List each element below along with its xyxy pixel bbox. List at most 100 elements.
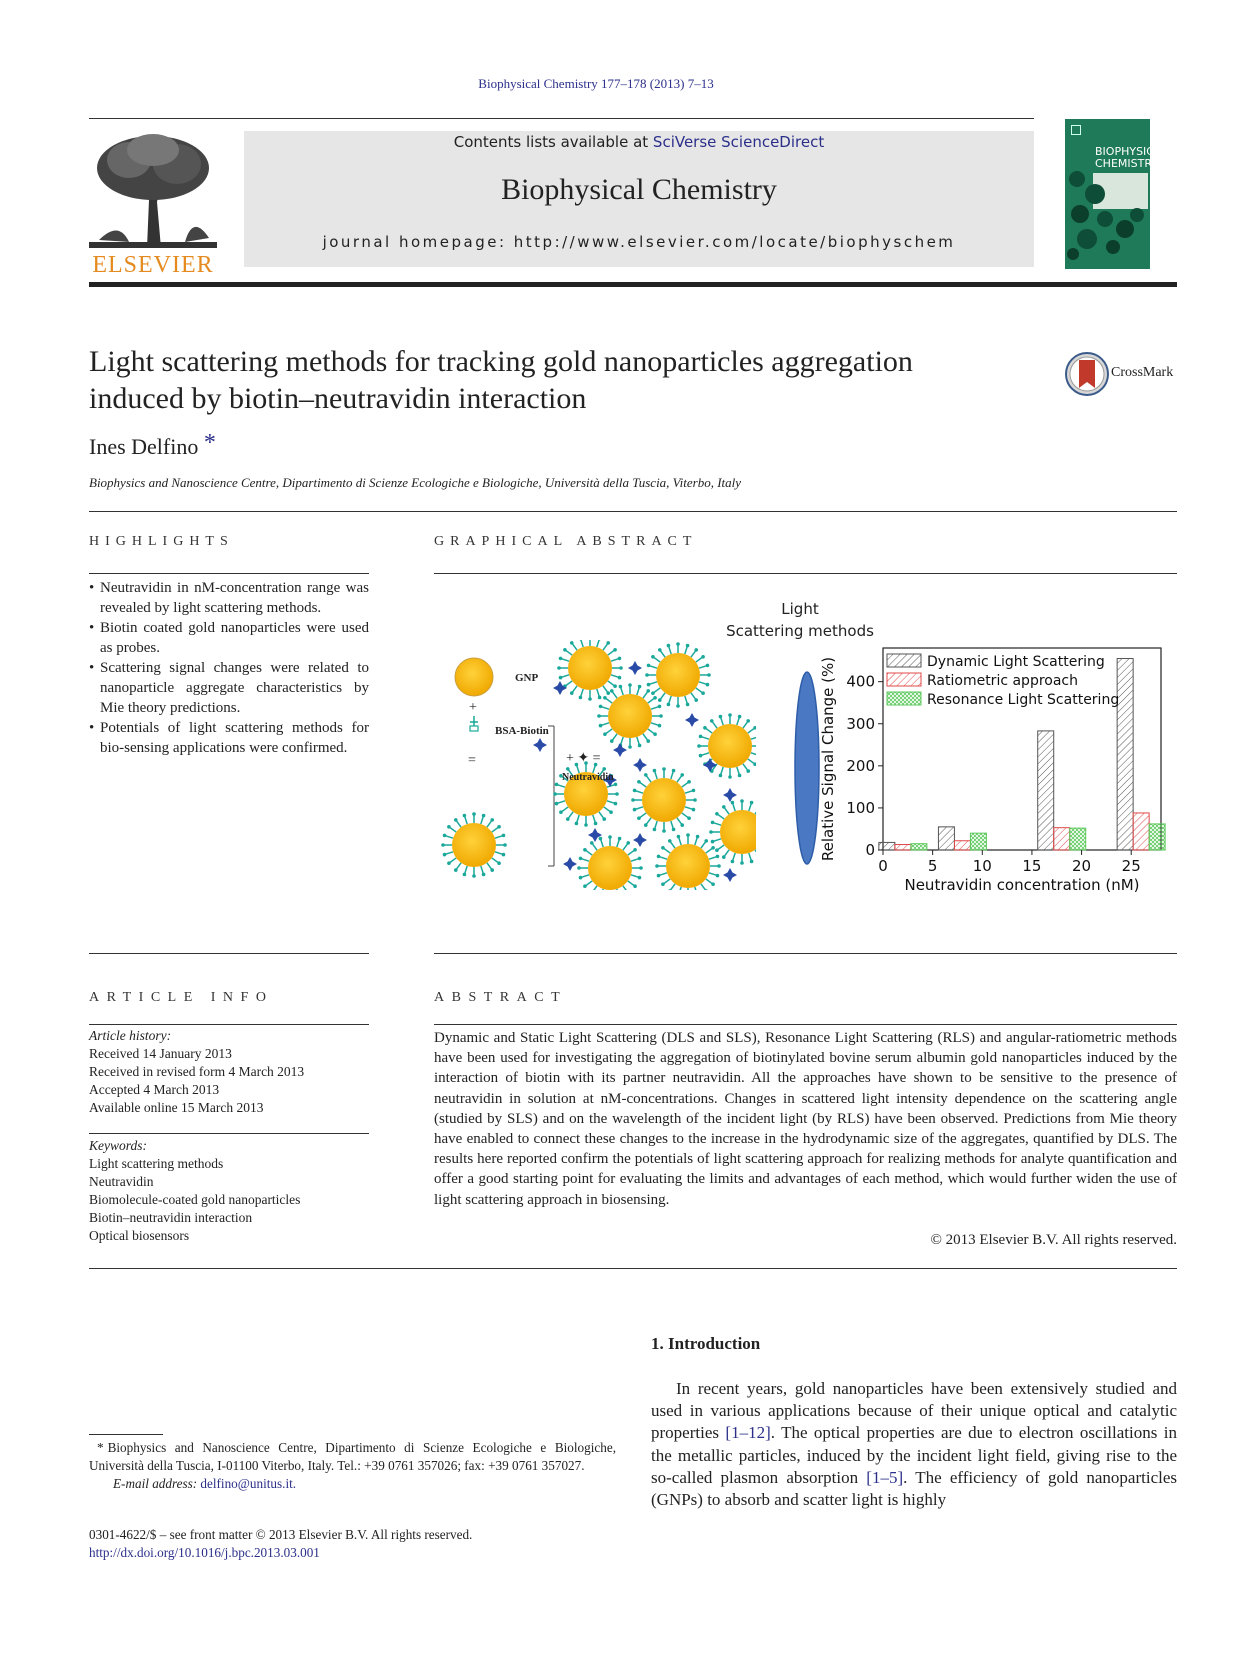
journal-title: Biophysical Chemistry xyxy=(501,173,777,206)
neutravidin-star-icon xyxy=(628,661,642,675)
footnote-text: Biophysics and Nanoscience Centre, Dipar… xyxy=(89,1440,616,1473)
bar xyxy=(910,843,928,851)
graphical-abstract-rule xyxy=(434,573,1177,574)
header-bottom-rule xyxy=(89,282,1177,287)
article-info-rule xyxy=(89,1024,369,1025)
neutravidin-star-icon xyxy=(553,681,567,695)
neutravidin-star-icon xyxy=(588,828,602,842)
journal-cover[interactable]: BIOPHYSICAL CHEMISTRY xyxy=(1065,119,1150,269)
abstract-text: Dynamic and Static Light Scattering (DLS… xyxy=(434,1030,1177,1208)
highlight-item: Potentials of light scattering methods f… xyxy=(89,718,369,758)
title-line-1: Light scattering methods for tracking go… xyxy=(89,345,913,378)
neutravidin-label: Neutravidin xyxy=(562,772,614,783)
highlights-list: Neutravidin in nM-concentration range wa… xyxy=(89,578,369,758)
bsa-biotin-label: BSA-Biotin xyxy=(495,725,549,737)
journal-banner: Contents lists available at SciVerse Sci… xyxy=(244,131,1034,267)
neutravidin-star-icon xyxy=(723,868,737,882)
history-received: Received 14 January 2013 xyxy=(89,1046,232,1061)
x-tick-label: 5 xyxy=(928,857,938,875)
crossmark-label: CrossMark xyxy=(1111,365,1174,380)
y-axis-label: Relative Signal Change (%) xyxy=(819,657,837,861)
doi-link[interactable]: http://dx.doi.org/10.1016/j.bpc.2013.03.… xyxy=(89,1545,320,1560)
x-tick-label: 10 xyxy=(973,857,992,875)
neutravidin-star-icon xyxy=(633,758,647,772)
graphical-abstract-bottom-rule xyxy=(434,953,1177,954)
biotin-legend-icon xyxy=(470,716,478,726)
legend-swatch xyxy=(886,672,922,687)
highlights-bottom-rule xyxy=(89,953,369,954)
highlight-item: Scattering signal changes were related t… xyxy=(89,658,369,718)
intro-part-3: . The efficiency of gold nanoparticles (… xyxy=(651,1467,1178,1510)
plus-sign: + xyxy=(469,700,477,715)
graphical-abstract-heading: GRAPHICAL ABSTRACT xyxy=(434,534,698,549)
gnp-legend-particle xyxy=(454,657,494,697)
keyword-item: Biomolecule-coated gold nanoparticles xyxy=(89,1192,301,1207)
footnote-rule xyxy=(89,1434,163,1435)
sciencedirect-link[interactable]: SciVerse ScienceDirect xyxy=(652,133,825,151)
bar xyxy=(878,841,896,851)
highlights-rule xyxy=(89,573,369,574)
light-label: Light Scattering methods xyxy=(720,598,880,642)
intro-part-2: . The optical properties are due to elec… xyxy=(651,1423,1177,1487)
equals-sign: = xyxy=(468,753,476,768)
history-accepted: Accepted 4 March 2013 xyxy=(89,1082,220,1097)
corresponding-mark[interactable]: * xyxy=(203,430,216,456)
y-tick-label: 100 xyxy=(846,799,875,817)
article-history: Article history: Received 14 January 201… xyxy=(89,1027,369,1117)
aggregate-particle xyxy=(577,835,643,901)
keyword-item: Optical biosensors xyxy=(89,1228,190,1243)
gnp-biotin-particle xyxy=(441,812,507,878)
neutravidin-star-icon xyxy=(613,743,627,757)
email-line: E-mail address: delfino@unitus.it. xyxy=(113,1475,616,1493)
legend-label: Dynamic Light Scattering xyxy=(927,654,1105,670)
abstract-heading: ABSTRACT xyxy=(434,990,568,1005)
footnote-mark: * xyxy=(97,1440,104,1455)
highlights-heading: HIGHLIGHTS xyxy=(89,534,234,549)
x-axis-label: Neutravidin concentration (nM) xyxy=(904,876,1139,894)
history-label: Article history: xyxy=(89,1028,172,1043)
y-tick-label: 0 xyxy=(865,841,875,859)
citation-link[interactable]: [1–12] xyxy=(725,1423,771,1443)
aggregate-particle xyxy=(645,642,711,708)
history-online: Available online 15 March 2013 xyxy=(89,1100,264,1115)
y-tick-label: 400 xyxy=(846,673,875,691)
neutravidin-star-icon xyxy=(703,758,717,772)
cover-title-2: CHEMISTRY xyxy=(1095,157,1150,170)
title-bottom-rule xyxy=(89,511,1177,512)
light-label-line-1: Light xyxy=(781,600,819,618)
aggregate-particle xyxy=(597,683,663,749)
neutravidin-star-icon xyxy=(533,738,547,752)
light-label-line-2: Scattering methods xyxy=(726,622,874,640)
article-title: Light scattering methods for tracking go… xyxy=(89,343,913,417)
neutravidin-star-icon xyxy=(685,713,699,727)
y-tick-label: 300 xyxy=(846,715,875,733)
journal-homepage[interactable]: journal homepage: http://www.elsevier.co… xyxy=(322,233,956,251)
aggregate-particle xyxy=(553,761,619,827)
author-name: Ines Delfino xyxy=(89,434,199,459)
legend-swatch xyxy=(886,691,922,706)
gnp-label: GNP xyxy=(515,672,539,684)
email-link[interactable]: delfino@unitus.it. xyxy=(200,1476,297,1491)
keyword-item: Light scattering methods xyxy=(89,1156,224,1171)
bar xyxy=(1037,730,1055,851)
crossmark-badge[interactable]: CrossMark xyxy=(1065,352,1181,396)
journal-citation[interactable]: Biophysical Chemistry 177–178 (2013) 7–1… xyxy=(478,76,714,91)
article-info-heading: ARTICLE INFO xyxy=(89,990,274,1005)
title-line-2: induced by biotin–neutravidin interactio… xyxy=(89,382,587,415)
highlight-item: Neutravidin in nM-concentration range wa… xyxy=(89,578,369,618)
cover-art-icon xyxy=(1067,171,1144,260)
x-tick-label: 20 xyxy=(1072,857,1091,875)
introduction-heading: 1. Introduction xyxy=(651,1334,761,1353)
legend-label: Resonance Light Scattering xyxy=(927,692,1119,708)
bar xyxy=(937,826,955,851)
abstract-rule xyxy=(434,1024,1177,1025)
contents-line: Contents lists available at SciVerse Sci… xyxy=(244,133,1034,151)
author-line: Ines Delfino * xyxy=(89,430,216,461)
neutravidin-star-icon xyxy=(633,833,647,847)
neutravidin-star-icon xyxy=(563,857,577,871)
copyright: © 2013 Elsevier B.V. All rights reserved… xyxy=(930,1232,1177,1248)
header-top-rule xyxy=(89,118,1034,119)
citation-link[interactable]: [1–5] xyxy=(866,1467,904,1487)
aggregate-particle xyxy=(709,799,775,865)
history-revised: Received in revised form 4 March 2013 xyxy=(89,1064,305,1079)
